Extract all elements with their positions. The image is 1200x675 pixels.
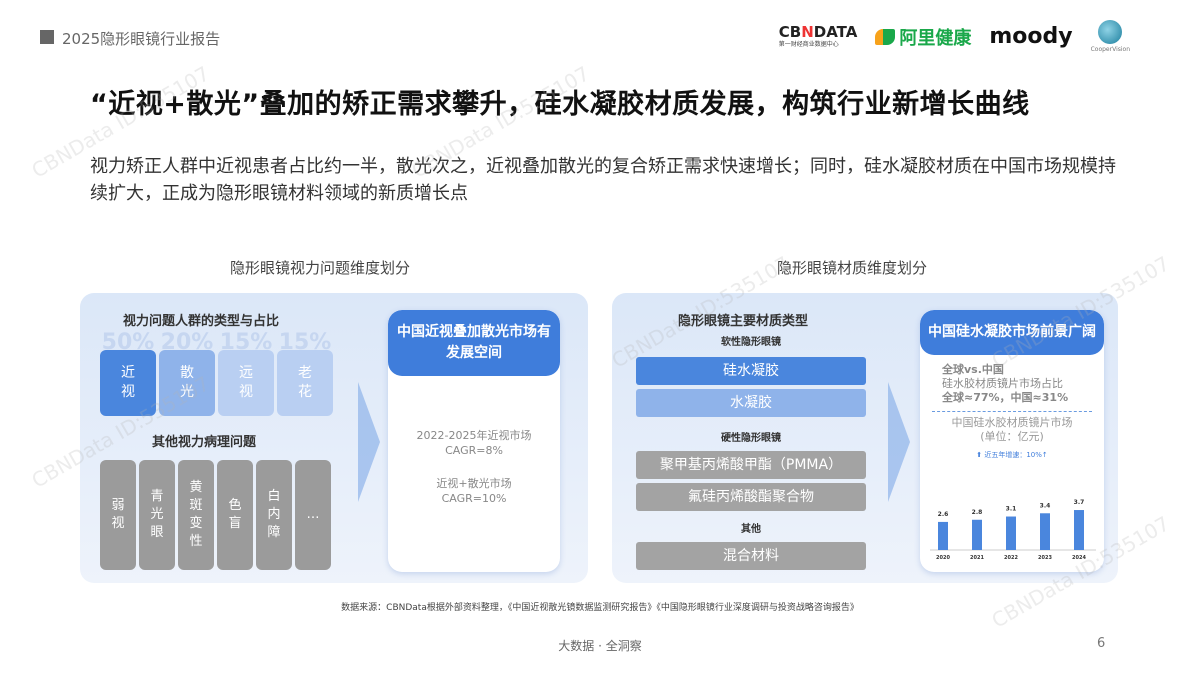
type-hyperopia: 远视 [218, 350, 274, 416]
silicone-market-chart: 2.6 2020 2.8 2021 3.1 2022 3.4 2023 3.7 2024 [930, 499, 1096, 561]
chart-title: 中国硅水胶材质镜片市场 (单位：亿元) ⬆ 近五年增速：10%↑ [920, 416, 1104, 462]
bar-2020 [938, 521, 948, 550]
myopia-market-card: 中国近视叠加散光市场有发展空间 2022-2025年近视市场 CAGR=8% 近… [388, 310, 560, 572]
card-body: 2022-2025年近视市场 CAGR=8% 近视+散光市场 CAGR=10% [388, 428, 560, 506]
chart-title-text: 中国硅水胶材质镜片市场 [951, 416, 1073, 429]
soft-label: 软性隐形眼镜 [721, 337, 781, 348]
data-label: 3.1 [1006, 506, 1017, 513]
type-myopia: 近视 [100, 350, 156, 416]
header-marker [40, 30, 54, 44]
bar-2021 [972, 519, 982, 550]
silicone-market-card: 中国硅水凝胶市场前景广阔 全球vs.中国 硅水胶材质镜片市场占比 全球≈77%，… [920, 310, 1104, 572]
growth-note: ⬆ 近五年增速：10%↑ [976, 451, 1048, 459]
type-name: 散光 [180, 365, 194, 400]
arrow-icon [358, 382, 380, 502]
type-name: 近视 [121, 365, 135, 400]
card-title: 中国近视叠加散光市场有发展空间 [388, 310, 560, 376]
condition: 弱视 [100, 460, 136, 570]
cagr-label: 2022-2025年近视市场 [416, 429, 532, 442]
other-label: 其他视力病理问题 [152, 435, 257, 450]
x-tick-label: 2020 [936, 555, 950, 561]
card-title: 中国硅水凝胶市场前景广阔 [920, 310, 1104, 355]
data-label: 3.4 [1040, 502, 1051, 509]
divider [932, 411, 1092, 412]
material-hydrogel: 水凝胶 [636, 389, 866, 417]
report-title: 2025隐形眼镜行业报告 [62, 30, 221, 48]
alihealth-logo: 阿里健康 [875, 24, 971, 50]
x-tick-label: 2021 [970, 555, 984, 561]
other-conditions: 弱视 青光眼 黄斑变性 色盲 白内障 … [100, 460, 331, 570]
cagr-value: CAGR=10% [441, 492, 507, 505]
share-compare: 全球vs.中国 硅水胶材质镜片市场占比 全球≈77%，中国≈31% [920, 355, 1104, 405]
bar-2023 [1040, 513, 1050, 550]
left-section-title: 隐形眼镜视力问题维度划分 [230, 259, 411, 277]
types-label: 视力问题人群的类型与占比 [123, 314, 280, 329]
condition: 青光眼 [139, 460, 175, 570]
condition: … [295, 460, 331, 570]
page-title: “近视+散光”叠加的矫正需求攀升，硅水凝胶材质发展，构筑行业新增长曲线 [90, 89, 1030, 120]
cagr-value: CAGR=8% [445, 444, 503, 457]
data-label: 2.6 [938, 511, 949, 518]
condition: 白内障 [256, 460, 292, 570]
page-subtitle: 视力矫正人群中近视患者占比约一半，散光次之，近视叠加散光的复合矫正需求快速增长；… [90, 156, 1116, 204]
cagr-label: 近视+散光市场 [436, 477, 512, 490]
type-name: 远视 [239, 365, 253, 400]
data-source: 数据来源：CBNData根据外部资料整理，《中国近视散光镜数据监测研究报告》《中… [341, 603, 859, 613]
condition: 黄斑变性 [178, 460, 214, 570]
bar-2022 [1006, 516, 1016, 550]
material-pmma: 聚甲基丙烯酸甲酯（PMMA） [636, 451, 866, 479]
footer-slogan: 大数据 · 全洞察 [558, 639, 642, 653]
type-name: 老花 [298, 365, 312, 400]
right-section-title: 隐形眼镜材质维度划分 [777, 259, 928, 277]
coopervision-logo: CooperVision [1091, 20, 1130, 53]
material-hybrid: 混合材料 [636, 542, 866, 570]
page-number: 6 [1097, 636, 1106, 651]
bar-2024 [1074, 510, 1084, 550]
x-tick-label: 2022 [1004, 555, 1018, 561]
data-label: 3.7 [1074, 499, 1085, 506]
x-tick-label: 2023 [1038, 555, 1052, 561]
data-label: 2.8 [972, 509, 983, 516]
type-presbyopia: 老花 [277, 350, 333, 416]
material-silicone-hydrogel: 硅水凝胶 [636, 357, 866, 385]
arrow-icon [888, 382, 910, 502]
x-tick-label: 2024 [1072, 555, 1086, 561]
condition: 色盲 [217, 460, 253, 570]
compare-values: 全球≈77%，中国≈31% [942, 391, 1069, 404]
moody-logo: moody [989, 24, 1073, 49]
hard-label: 硬性隐形眼镜 [721, 433, 781, 444]
compare-title: 全球vs.中国 [942, 363, 1004, 376]
chart-unit: (单位：亿元) [980, 430, 1044, 443]
material-fluorosilicone: 氟硅丙烯酸酯聚合物 [636, 483, 866, 511]
compare-label: 硅水胶材质镜片市场占比 [942, 377, 1063, 390]
type-astigmatism: 散光 [159, 350, 215, 416]
type-boxes: 近视 散光 远视 老花 [100, 350, 333, 416]
material-types-label: 隐形眼镜主要材质类型 [678, 314, 809, 329]
growth-text: 近五年增速：10%↑ [984, 451, 1048, 459]
other-material-label: 其他 [741, 524, 761, 535]
